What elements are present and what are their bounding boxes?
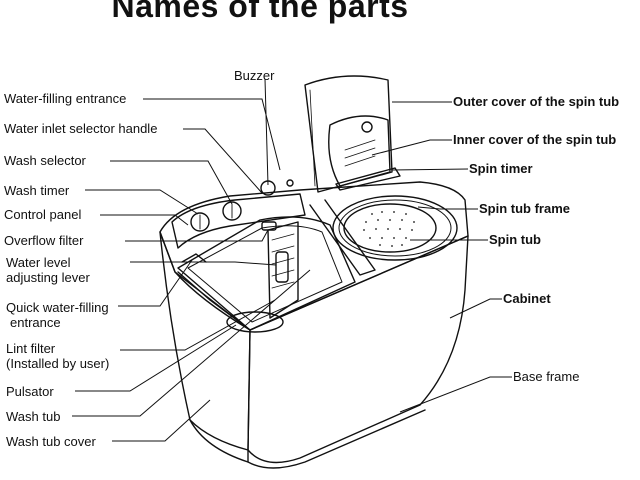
control-panel [171, 193, 306, 249]
label-overflow-filter: Overflow filter [4, 233, 84, 248]
page-title: Names of the parts [111, 0, 409, 24]
label-spin-tub-frame: Spin tub frame [479, 201, 571, 216]
label-water-level-2: adjusting lever [6, 270, 90, 285]
spin-tub-frame [332, 195, 458, 261]
buzzer-dot [286, 179, 294, 187]
wash-tub-cover [177, 271, 251, 331]
wash-timer-knob [190, 212, 210, 232]
label-wash-tub-cover: Wash tub cover [6, 434, 96, 449]
label-control-panel: Control panel [4, 207, 82, 222]
cabinet-side [159, 231, 251, 451]
label-water-level-1: Water level [6, 255, 71, 270]
label-water-filling-entrance: Water-filling entrance [4, 91, 127, 106]
label-wash-timer: Wash timer [4, 183, 70, 198]
label-wash-tub: Wash tub [6, 409, 61, 424]
wash-selector-knob [222, 201, 242, 221]
label-buzzer: Buzzer [234, 68, 275, 83]
leader-lines-right [371, 101, 512, 413]
label-wash-selector: Wash selector [4, 153, 86, 168]
pulsator [226, 311, 284, 333]
inner-cover [328, 115, 391, 187]
label-lint-filter-1: Lint filter [6, 341, 56, 356]
label-spin-timer: Spin timer [469, 161, 533, 176]
label-outer-cover-spin-tub: Outer cover of the spin tub [453, 94, 620, 109]
label-inner-cover-spin-tub: Inner cover of the spin tub [453, 132, 617, 147]
label-quick-fill-2: entrance [10, 315, 61, 330]
label-lint-filter-2: (Installed by user) [6, 356, 110, 371]
label-base-frame: Base frame [513, 369, 580, 384]
spin-tub [343, 203, 437, 253]
leader-lines-left [72, 78, 311, 442]
wash-tub-opening [177, 216, 356, 331]
outer-cover [304, 75, 393, 193]
label-pulsator: Pulsator [6, 384, 54, 399]
label-spin-tub: Spin tub [489, 232, 541, 247]
label-cabinet: Cabinet [503, 291, 551, 306]
cabinet-front [247, 235, 469, 464]
spin-tub-holes [363, 211, 415, 247]
label-quick-fill-1: Quick water-filling [6, 300, 109, 315]
label-water-inlet-selector-handle: Water inlet selector handle [4, 121, 158, 136]
lint-filter [267, 221, 299, 319]
